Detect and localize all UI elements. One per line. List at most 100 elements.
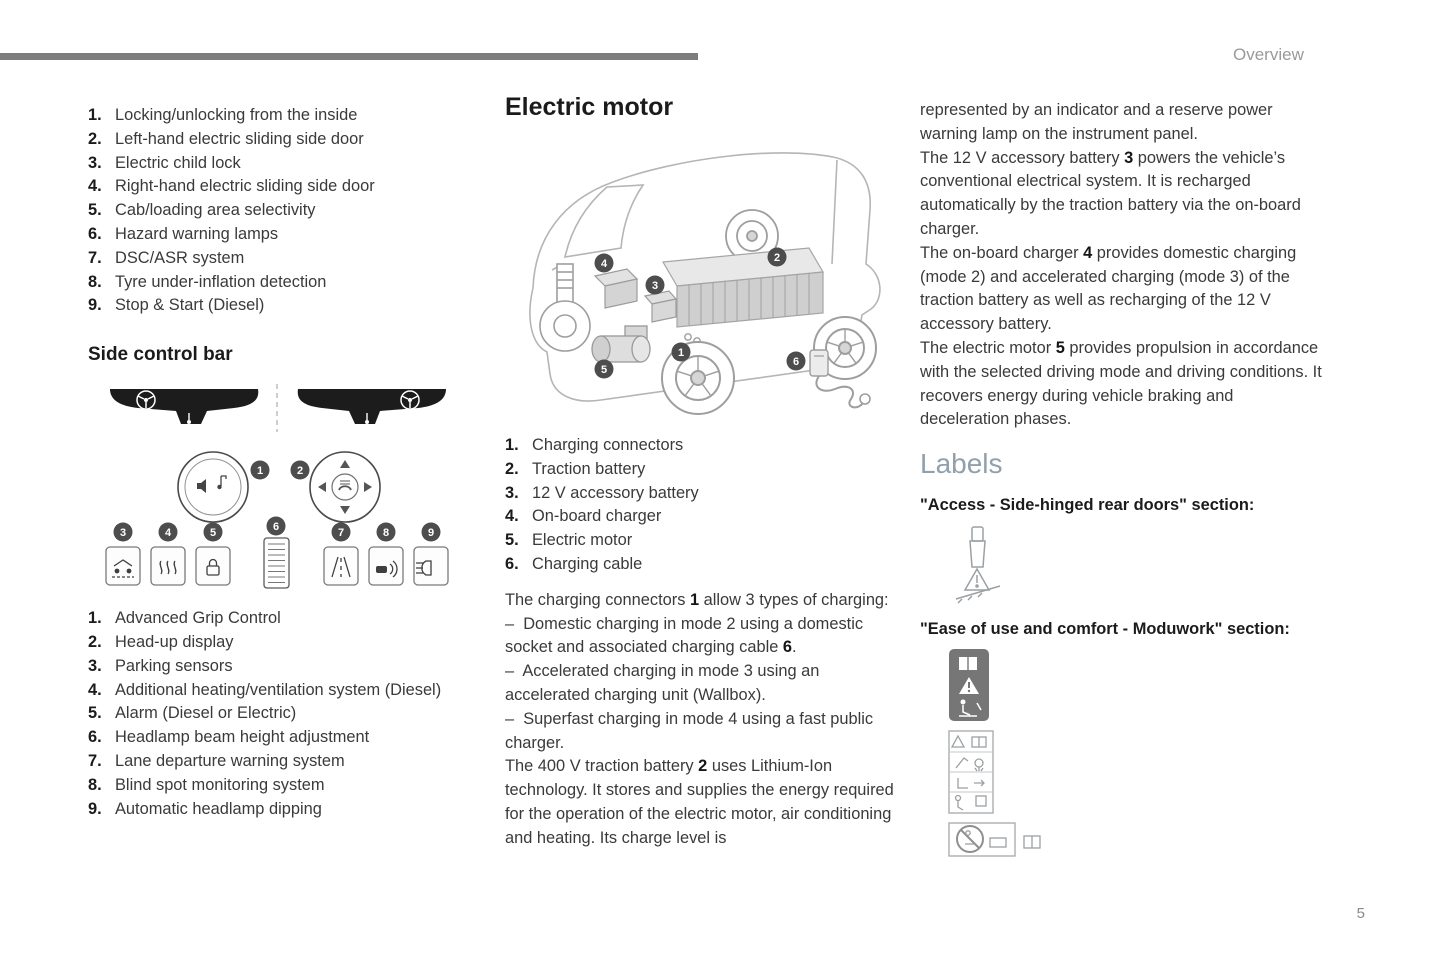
badge-6: 6 — [786, 351, 806, 371]
item-text: Cab/loading area selectivity — [115, 201, 316, 220]
list-item: 4.Right-hand electric sliding side door — [88, 175, 486, 199]
charging-text-block: The charging connectors 1 allow 3 types … — [505, 589, 903, 851]
side-bar-functions-list: 1. Advanced Grip Control 2. Head-up displa… — [88, 607, 486, 821]
list-item: 2.Traction battery — [505, 458, 903, 482]
item-number: 3. — [88, 153, 102, 172]
list-item: 1. Advanced Grip Control — [88, 607, 486, 631]
ref-number: 3 — [1124, 148, 1134, 167]
paragraph-mode4: – Superfast charging in mode 4 using a f… — [505, 709, 874, 752]
badge-2: 2 — [767, 247, 787, 267]
phone-dial-pad — [309, 451, 381, 523]
list-item: 6.Hazard warning lamps — [88, 223, 486, 247]
center-column: Electric motor — [505, 93, 903, 851]
list-item: 5.Cab/loading area selectivity — [88, 199, 486, 223]
svg-text:9: 9 — [428, 527, 434, 539]
list-item: 6. Charging cable — [505, 553, 903, 577]
item-text: Lane departure warning system — [115, 751, 345, 770]
page-number: 5 — [1356, 905, 1365, 922]
paragraph-onboard-charger: The on-board charger 4 provides domestic… — [920, 242, 1322, 337]
list-item: 3.12 V accessory battery — [505, 482, 903, 506]
ref-number: 6 — [782, 638, 793, 657]
left-console-wing — [110, 389, 259, 425]
accessory-battery — [643, 290, 678, 323]
item-text: Advanced Grip Control — [115, 609, 281, 628]
list-item: 1.Locking/unlocking from the inside — [88, 104, 486, 128]
svg-text:6: 6 — [273, 521, 279, 533]
traction-battery — [662, 247, 824, 328]
list-item: 1.Charging connectors — [505, 434, 903, 458]
item-text: Automatic headlamp dipping — [115, 799, 322, 818]
music-note-icon — [220, 475, 227, 487]
thermometer-icon — [365, 413, 369, 425]
svg-text:8: 8 — [383, 527, 389, 539]
badge-7: 7 — [331, 522, 351, 542]
side-control-bar-diagram: 1 2 3 4 5 — [105, 384, 449, 589]
badge-8: 8 — [376, 522, 396, 542]
item-text: Charging cable — [532, 554, 643, 573]
svg-text:3: 3 — [120, 527, 126, 539]
item-text: Hazard warning lamps — [115, 224, 279, 243]
charging-cable — [809, 349, 871, 409]
text-run: . — [792, 638, 797, 657]
list-item: 4.Additional heating/ventilation system … — [88, 679, 486, 703]
item-text: Stop & Start (Diesel) — [115, 296, 265, 315]
svg-text:4: 4 — [601, 258, 608, 270]
right-column: represented by an indicator and a reserv… — [920, 99, 1322, 858]
item-number: 6. — [505, 554, 519, 573]
item-number: 2. — [88, 632, 102, 651]
text-run: powers the vehicle’s conventional electr… — [920, 148, 1301, 238]
ref-number: 1 — [689, 590, 700, 609]
item-number: 1. — [88, 609, 102, 628]
item-number: 3. — [88, 656, 102, 675]
badge-1: 1 — [671, 342, 691, 362]
seat-person-icon — [959, 699, 982, 717]
item-text: Locking/unlocking from the inside — [115, 106, 358, 124]
list-item: 3.Electric child lock — [88, 152, 486, 176]
badge-5: 5 — [203, 522, 223, 542]
svg-text:2: 2 — [297, 465, 303, 477]
paragraph-accessory-battery: The 12 V accessory battery 3 powers the … — [920, 147, 1322, 242]
item-number: 8. — [88, 272, 102, 291]
ref-number: 2 — [698, 757, 708, 776]
item-number: 4. — [505, 507, 519, 526]
right-console-wing — [297, 389, 446, 425]
thermometer-icon — [187, 413, 191, 425]
svg-text:2: 2 — [774, 252, 780, 264]
onboard-charger — [593, 268, 639, 309]
paragraph-charging-intro: The charging connectors 1 allow 3 types … — [505, 589, 903, 613]
badge-5: 5 — [594, 359, 614, 379]
badge-3: 3 — [645, 275, 665, 295]
label-no-step-icon — [948, 822, 1041, 857]
item-number: 4. — [88, 177, 102, 196]
text-run: uses Lithium-Ion technology. It stores a… — [505, 757, 894, 847]
badge-2: 2 — [290, 460, 310, 480]
text-run: provides propulsion in accordance with t… — [920, 338, 1322, 429]
steering-wheel-icon — [136, 390, 156, 410]
item-text: Headlamp beam height adjustment — [115, 728, 370, 747]
label-moduwork-warning-icon — [949, 649, 989, 722]
svg-text:4: 4 — [165, 527, 172, 539]
list-item: 3.Parking sensors — [88, 655, 486, 679]
list-item: 8. Tyre under-inflation detection — [88, 271, 486, 295]
item-text: Charging connectors — [532, 436, 684, 454]
item-text: DSC/ASR system — [115, 248, 245, 267]
ref-number: 5 — [1055, 338, 1065, 357]
item-text: Head-up display — [115, 632, 234, 651]
item-text: Alarm (Diesel or Electric) — [115, 704, 297, 723]
list-item: 7.Lane departure warning system — [88, 750, 486, 774]
svg-text:6: 6 — [793, 356, 799, 368]
svg-text:7: 7 — [338, 527, 344, 539]
label-moduwork-panel-icon — [948, 730, 994, 814]
text-run: The 12 V accessory battery — [920, 148, 1125, 167]
badge-9: 9 — [421, 522, 441, 542]
labels-heading: Labels — [920, 448, 1003, 480]
audio-dial — [177, 451, 249, 523]
list-item: 8.Blind spot monitoring system — [88, 774, 486, 798]
item-text: Electric motor — [532, 531, 633, 550]
list-item: 9.Stop & Start (Diesel) — [88, 294, 486, 318]
text-run: The on-board charger — [920, 243, 1084, 262]
item-text: Tyre under-inflation detection — [115, 272, 327, 291]
speaker-icon — [197, 479, 206, 494]
side-control-bar-heading: Side control bar — [88, 344, 233, 366]
item-number: 6. — [88, 728, 102, 747]
